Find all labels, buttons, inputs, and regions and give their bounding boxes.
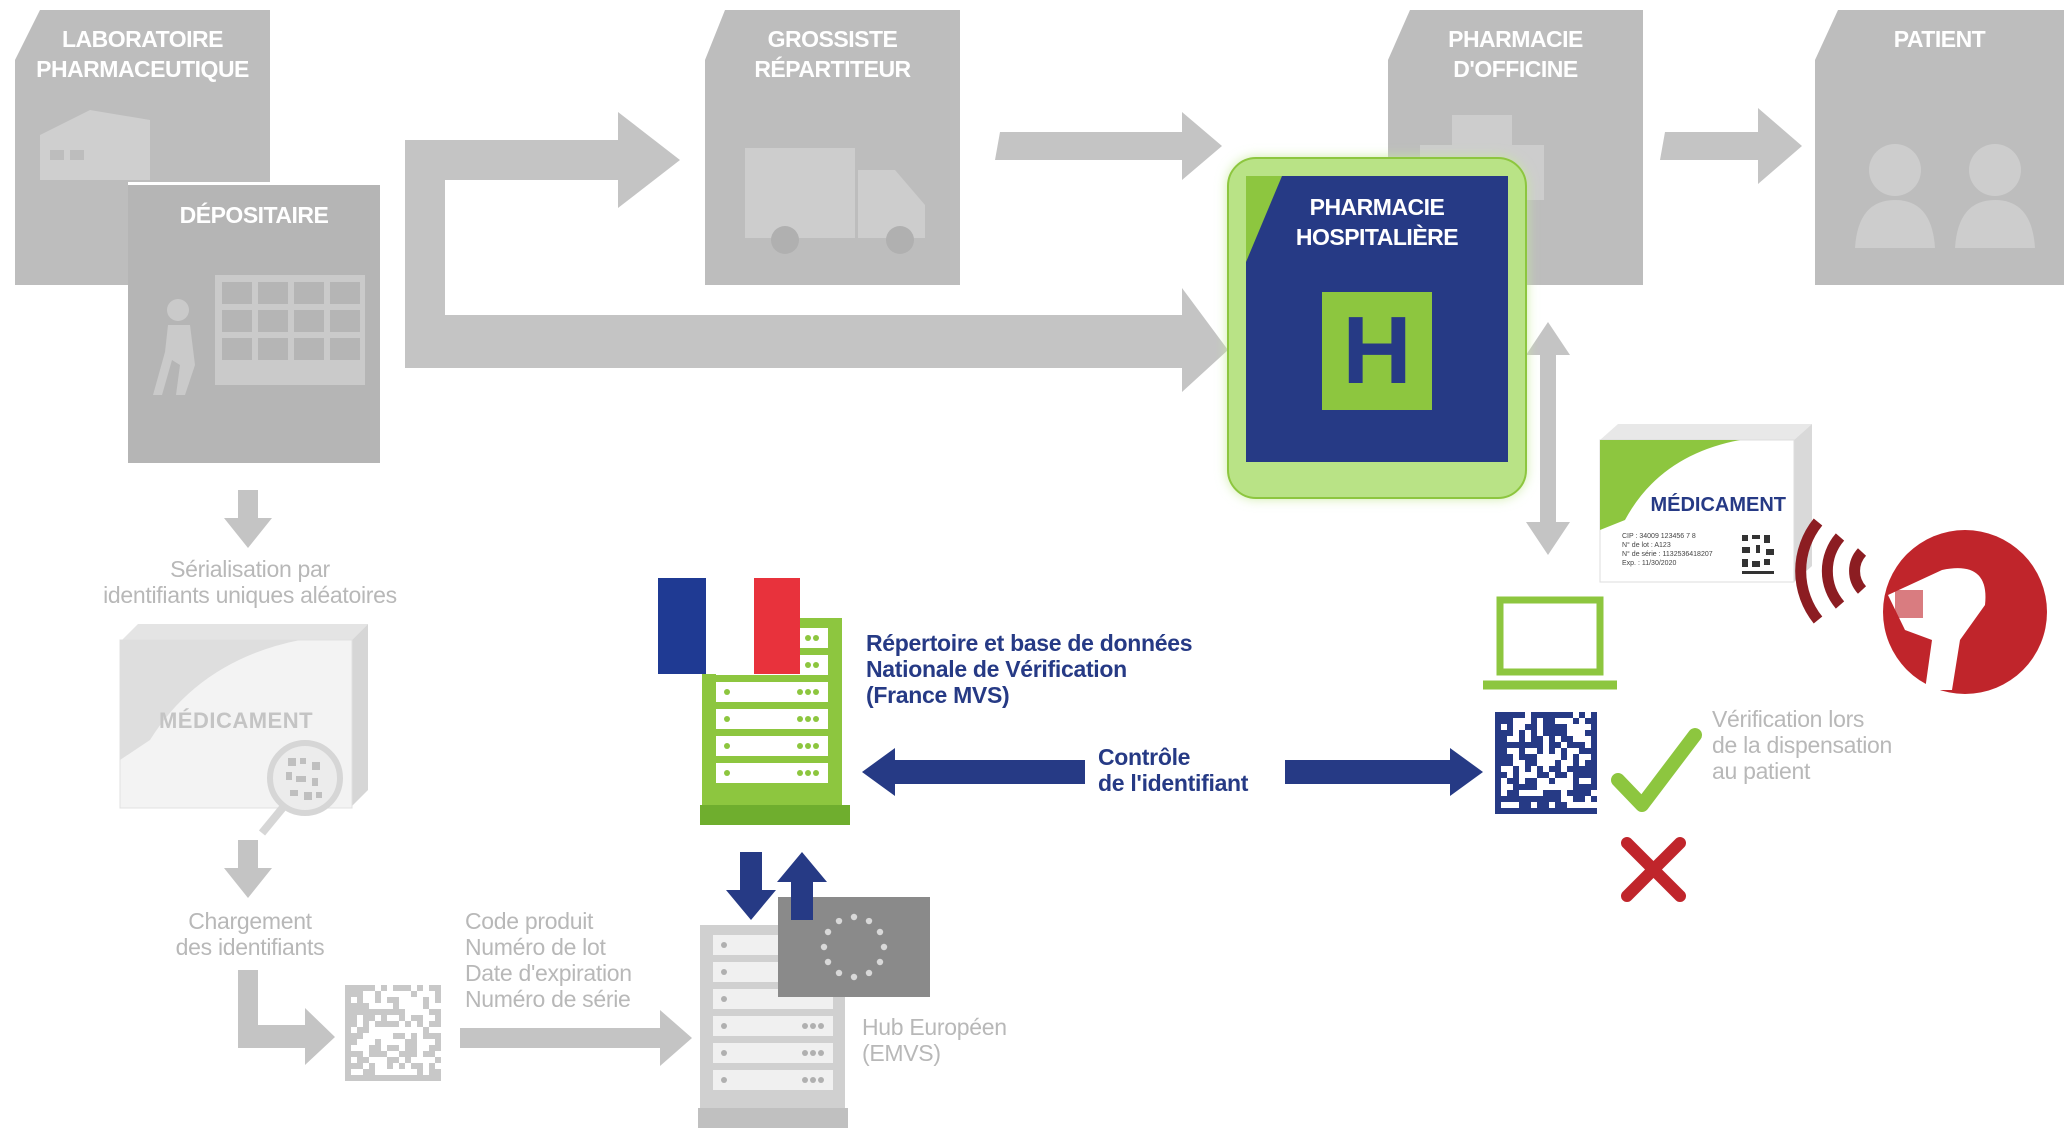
- label-left-medicament: MÉDICAMENT: [158, 708, 314, 733]
- label-chargement: Chargement des identifiants: [175, 908, 325, 960]
- pharmacie-hospitaliere-card: [1227, 157, 1527, 499]
- patients-icon: [1855, 144, 2035, 248]
- label-depositaire: DÉPOSITAIRE: [179, 202, 329, 228]
- magnifier-icon: [258, 740, 343, 836]
- down-arrow-1: [224, 490, 272, 548]
- double-arrow-vertical: [1526, 322, 1570, 555]
- med-box-line: N° de lot : A123: [1622, 542, 1671, 549]
- check-icon: [1611, 728, 1702, 812]
- med-box-line: N° de série : 1132536418207: [1622, 551, 1713, 558]
- up-arrow-navy: [777, 852, 827, 920]
- elbow-arrow: [238, 970, 335, 1065]
- arrow-left-navy: [862, 748, 1085, 796]
- down-arrow-navy: [726, 852, 776, 920]
- label-france-mvs: Répertoire et base de données Nationale …: [866, 630, 1193, 708]
- med-box-details: CIP : 34009 123456 7 8 N° de lot : A123 …: [1622, 532, 1742, 568]
- med-box-line: Exp. : 11/30/2020: [1622, 560, 1677, 567]
- down-arrow-2: [224, 840, 272, 898]
- label-patient: PATIENT: [1893, 26, 1986, 52]
- label-right-medicament: MÉDICAMENT: [1650, 494, 1786, 516]
- controle-arrows: [862, 748, 1483, 796]
- sync-arrows: [726, 852, 827, 920]
- laptop-icon: [1483, 596, 1617, 690]
- right-medicament-box: [1599, 424, 1812, 583]
- flow-arrow-to-grossiste: [405, 112, 1228, 392]
- gray-boxes: [15, 10, 2064, 463]
- label-controle: Contrôle de l'identifiant: [1098, 744, 1249, 796]
- datamatrix-gray: [345, 985, 441, 1081]
- label-laboratoire: LABORATOIRE PHARMACEUTIQUE: [36, 26, 249, 82]
- warehouse-icon: [153, 275, 365, 395]
- label-verification: Vérification lors de la dispensation au …: [1712, 706, 1893, 784]
- label-hub: Hub Européen (EMVS): [862, 1014, 1007, 1066]
- label-codes: Code produit Numéro de lot Date d'expira…: [465, 908, 632, 1012]
- cross-icon: [1621, 837, 1686, 902]
- label-officine: PHARMACIE D'OFFICINE: [1448, 26, 1583, 82]
- label-serialisation: Sérialisation par identifiants uniques a…: [103, 556, 397, 608]
- truck-icon: [745, 148, 925, 254]
- hospital-h-icon: H: [1342, 297, 1412, 404]
- label-grossiste: GROSSISTE RÉPARTITEUR: [754, 26, 911, 82]
- scanner-icon: [1795, 518, 2047, 694]
- med-box-line: CIP : 34009 123456 7 8: [1622, 533, 1696, 540]
- flow-arrows: [224, 108, 1802, 1066]
- france-flag-icon: [658, 578, 800, 674]
- arrow-right-navy: [1285, 748, 1483, 796]
- hub-server-icon: [698, 925, 848, 1128]
- datamatrix-navy: [1495, 712, 1597, 814]
- laboratory-icon: [40, 110, 150, 180]
- label-hospitaliere: PHARMACIE HOSPITALIÈRE: [1295, 194, 1459, 250]
- arrow-to-hub: [460, 1010, 692, 1066]
- flow-arrow-grossiste-officine: [995, 112, 1222, 180]
- flow-arrow-officine-patient: [1660, 108, 1802, 184]
